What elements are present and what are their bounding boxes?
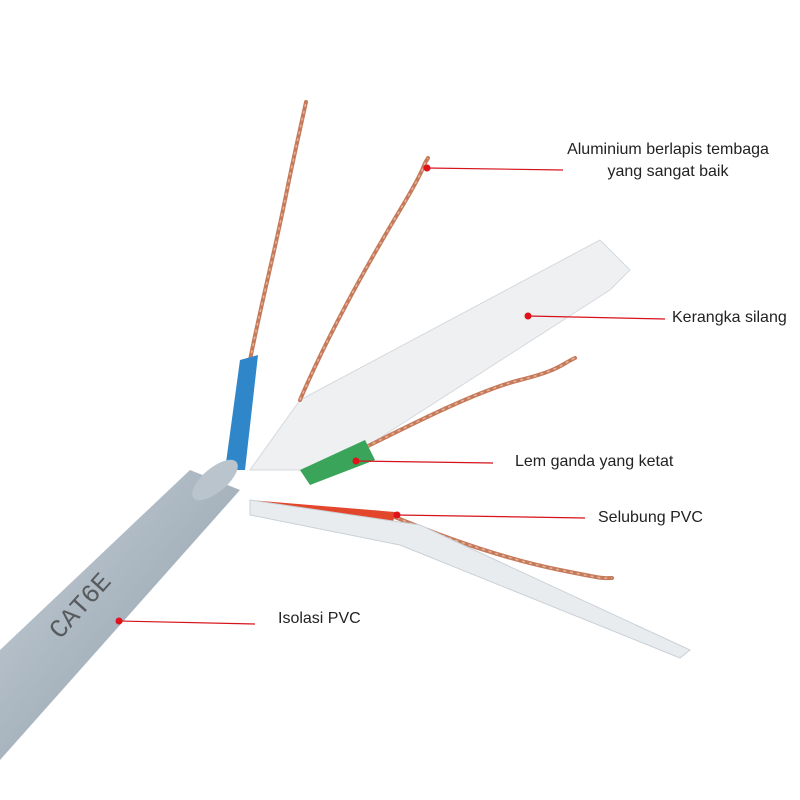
pointer-dot-sheath bbox=[393, 511, 401, 519]
label-conductor-line1: Aluminium berlapis tembaga bbox=[567, 141, 769, 158]
pvc-sheath-foil bbox=[249, 499, 691, 659]
cross-filler bbox=[249, 239, 631, 471]
pointer-dot-insulation bbox=[115, 617, 123, 625]
pointer-dot-glue bbox=[352, 457, 360, 465]
pointer-dot-conductor bbox=[423, 164, 431, 172]
green-insulation bbox=[300, 440, 375, 485]
label-cross-filler: Kerangka silang bbox=[672, 309, 787, 326]
label-conductor-line2: yang sangat baik bbox=[607, 163, 729, 180]
label-pvc-sheath: Selubung PVC bbox=[598, 509, 703, 526]
label-double-glue: Lem ganda yang ketat bbox=[515, 453, 674, 470]
label-conductor: Aluminium berlapis tembaga yang sangat b… bbox=[560, 139, 776, 183]
blue-insulation bbox=[225, 355, 258, 470]
pointer-dot-filler bbox=[524, 312, 532, 320]
label-pvc-insulation: Isolasi PVC bbox=[278, 610, 361, 627]
cable-jacket bbox=[0, 470, 240, 760]
pointer-lines bbox=[118, 167, 666, 625]
